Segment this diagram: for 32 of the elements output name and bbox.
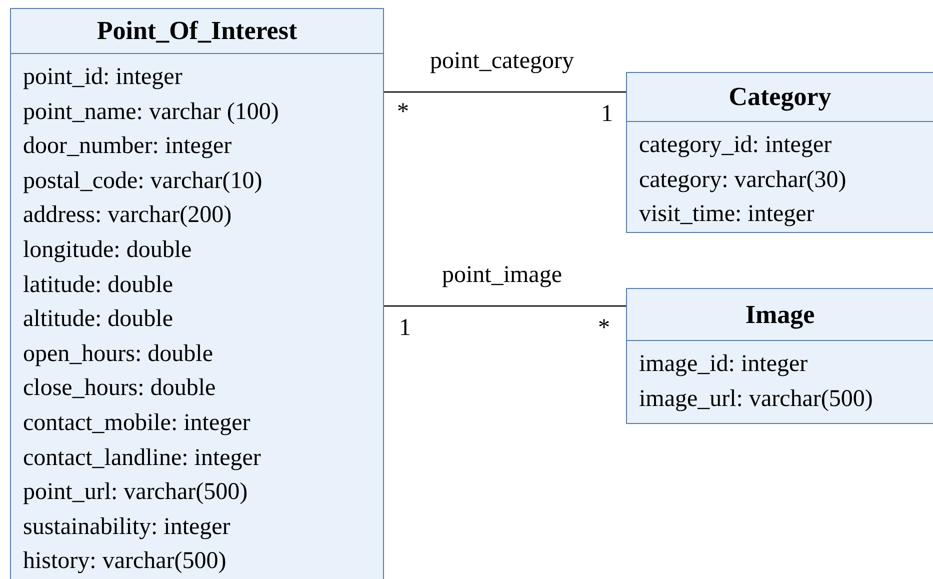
association-line: [384, 305, 626, 307]
attribute: altitude: double: [23, 305, 174, 334]
attribute: contact_mobile: integer: [23, 408, 252, 438]
attribute: address: varchar(200): [23, 201, 233, 230]
attribute: door_number: integer: [23, 132, 233, 162]
attribute: image_url: varchar(500): [639, 384, 874, 414]
class-box: [626, 288, 933, 424]
attribute: history: varchar(500): [23, 547, 228, 576]
class-name: Category: [627, 73, 933, 122]
attribute: sustainability: integer: [23, 512, 232, 542]
attribute: point_url: varchar(500): [23, 478, 249, 508]
attribute: image_id: integer: [639, 350, 809, 379]
class-box: [10, 8, 384, 579]
attribute: category: varchar(30): [639, 166, 848, 195]
association-line: [384, 91, 626, 93]
attribute: longitude: double: [23, 236, 193, 265]
multiplicity: *: [598, 314, 610, 342]
multiplicity: 1: [399, 314, 411, 342]
attribute: latitude: double: [23, 270, 174, 300]
attribute: category_id: integer: [639, 131, 833, 160]
multiplicity: *: [397, 98, 409, 126]
attribute: postal_code: varchar(10): [23, 166, 264, 196]
class-name: Image: [627, 289, 933, 341]
multiplicity: 1: [601, 100, 613, 128]
attribute: visit_time: integer: [639, 200, 816, 230]
attribute: point_name: varchar (100): [23, 98, 280, 127]
attribute: open_hours: double: [23, 340, 214, 369]
class-name: Point_Of_Interest: [11, 9, 383, 54]
attribute: point_id: integer: [23, 63, 184, 92]
attribute: close_hours: double: [23, 374, 217, 404]
class-box: [626, 72, 933, 233]
attribute: contact_landline: integer: [23, 444, 262, 473]
